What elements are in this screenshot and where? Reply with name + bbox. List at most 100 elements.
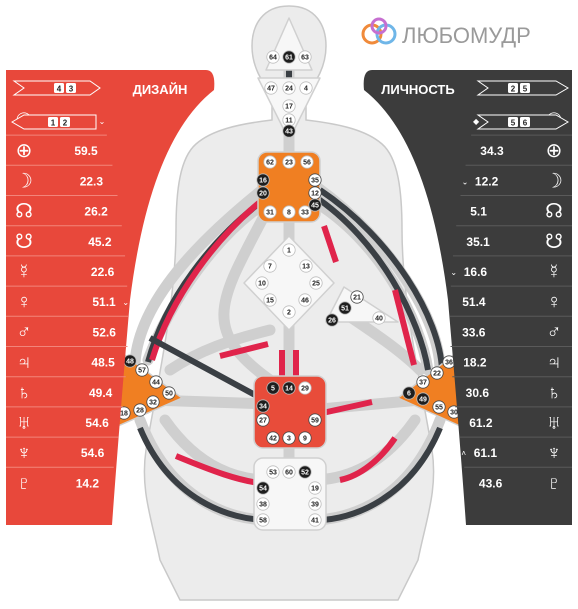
gate-63[interactable]: 63 [298,50,312,64]
gate-36[interactable]: 36 [442,355,456,369]
gate-59[interactable]: 59 [308,413,322,427]
gate-56[interactable]: 56 [300,155,314,169]
planet-row-venus[interactable]: ♀51.1⌄ [6,285,129,313]
planet-row-pluto[interactable]: ♇14.2 [6,466,114,494]
gate-17[interactable]: 17 [282,99,296,113]
planet-row-north-node[interactable]: ☊26.2 [6,195,118,223]
gate-40[interactable]: 40 [372,311,386,325]
planet-row-jupiter[interactable]: ♃18.2 [450,346,572,374]
gate-circle [264,81,278,95]
gate-43[interactable]: 43 [282,124,296,138]
planet-row-moon[interactable]: ☽22.3 [6,164,113,192]
mars-icon: ♂ [17,321,32,343]
gate-57[interactable]: 57 [135,363,149,377]
gate-53[interactable]: 53 [266,465,280,479]
gate-circle [146,395,160,409]
gate-61[interactable]: 61 [282,50,296,64]
gate-37[interactable]: 37 [416,375,430,389]
planet-row-saturn[interactable]: ♄30.6 [452,376,572,404]
gate-47[interactable]: 47 [264,81,278,95]
planet-row-moon[interactable]: ☽12.2⌄ [462,164,572,192]
planet-row-mercury[interactable]: ☿22.6 [6,255,126,283]
gate-60[interactable]: 60 [282,465,296,479]
gate-30[interactable]: 30 [447,405,461,419]
gate-1[interactable]: 1 [282,243,296,257]
gate-19[interactable]: 19 [308,481,322,495]
gate-49[interactable]: 49 [416,392,430,406]
planet-row-neptune[interactable]: ♆54.6 [6,436,119,464]
gate-8[interactable]: 8 [282,205,296,219]
gate-54[interactable]: 54 [256,481,270,495]
planet-row-saturn[interactable]: ♄49.4 [6,376,126,404]
gate-38[interactable]: 38 [256,497,270,511]
gate-20[interactable]: 20 [256,186,270,200]
gate-3[interactable]: 3 [282,431,296,445]
planet-row-mars[interactable]: ♂52.6 [6,315,128,343]
planet-value: 14.2 [76,476,100,490]
planet-row-uranus[interactable]: ♅61.2 [455,406,572,434]
planet-row-pluto[interactable]: ♇43.6 [464,466,572,494]
gate-9[interactable]: 9 [298,431,312,445]
gate-number: 54 [259,486,267,493]
gate-22[interactable]: 22 [430,366,444,380]
gate-28[interactable]: 28 [133,403,147,417]
gate-32[interactable]: 32 [146,395,160,409]
gate-2[interactable]: 2 [282,305,296,319]
gate-45[interactable]: 45 [308,198,322,212]
gate-64[interactable]: 64 [266,50,280,64]
gate-21[interactable]: 21 [350,290,364,304]
defined-channel [219,341,269,359]
gate-58[interactable]: 58 [256,513,270,527]
gate-55[interactable]: 55 [432,400,446,414]
planet-row-mars[interactable]: ♂33.6 [450,315,572,343]
gate-15[interactable]: 15 [263,293,277,307]
gate-circle [282,205,296,219]
gate-39[interactable]: 39 [308,497,322,511]
gate-41[interactable]: 41 [308,513,322,527]
planet-row-jupiter[interactable]: ♃48.5 [6,346,128,374]
gate-52[interactable]: 52 [298,465,312,479]
gate-34[interactable]: 34 [256,399,270,413]
gate-25[interactable]: 25 [309,276,323,290]
gate-11[interactable]: 11 [282,113,296,127]
planet-row-earth[interactable]: ⊕59.5 [6,134,107,162]
gate-29[interactable]: 29 [298,381,312,395]
gate-18[interactable]: 18 [117,406,131,420]
gate-44[interactable]: 44 [149,375,163,389]
gate-6[interactable]: 6 [402,386,416,400]
gate-31[interactable]: 31 [263,205,277,219]
gate-16[interactable]: 16 [256,173,270,187]
gate-7[interactable]: 7 [263,259,277,273]
gate-5[interactable]: 5 [266,381,280,395]
planet-row-earth[interactable]: ⊕34.3 [471,134,572,162]
gate-14[interactable]: 14 [282,381,296,395]
planet-row-neptune[interactable]: ♆61.1˄ [459,436,572,464]
gate-23[interactable]: 23 [282,155,296,169]
planet-row-venus[interactable]: ♀51.4 [450,285,572,313]
gate-48[interactable]: 48 [123,354,137,368]
gate-4[interactable]: 4 [299,81,313,95]
gate-10[interactable]: 10 [255,276,269,290]
gate-33[interactable]: 33 [298,205,312,219]
gate-12[interactable]: 12 [308,186,322,200]
gate-26[interactable]: 26 [325,313,339,327]
planet-row-north-node[interactable]: ☊5.1 [460,195,572,223]
gate-46[interactable]: 46 [298,293,312,307]
gate-35[interactable]: 35 [308,173,322,187]
gate-13[interactable]: 13 [299,259,313,273]
gate-51[interactable]: 51 [338,301,352,315]
planet-row-south-node[interactable]: ☋35.1 [456,225,572,253]
planet-row-mercury[interactable]: ☿16.6⌄ [450,255,572,283]
gate-27[interactable]: 27 [256,413,270,427]
gate-24[interactable]: 24 [282,81,296,95]
planet-row-uranus[interactable]: ♅54.6 [6,406,123,434]
planet-row-south-node[interactable]: ☋45.2 [6,225,122,253]
gate-62[interactable]: 62 [263,155,277,169]
defined-channel [149,191,272,361]
gate-42[interactable]: 42 [266,431,280,445]
defined-channel [339,436,398,483]
gate-50[interactable]: 50 [162,386,176,400]
gate-circle [263,293,277,307]
